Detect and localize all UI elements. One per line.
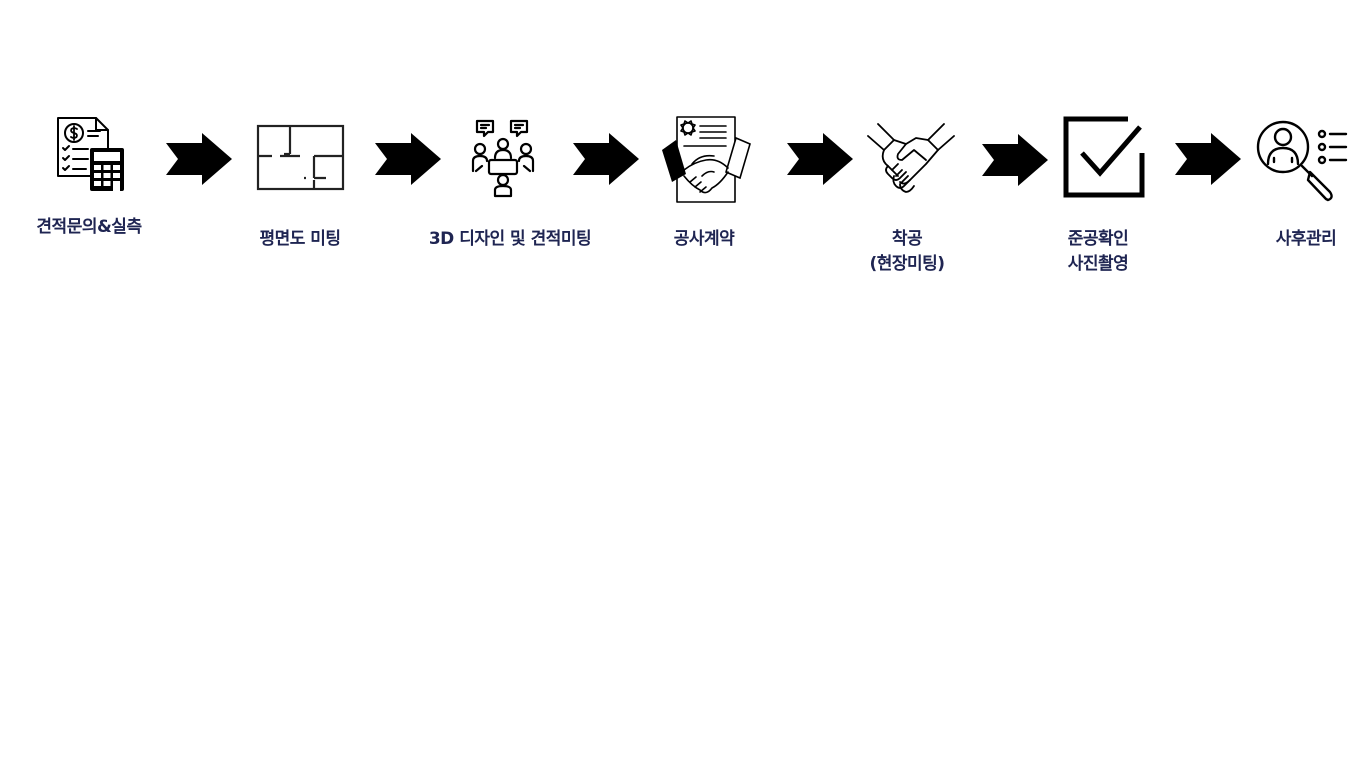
right-arrow-icon (1175, 133, 1241, 185)
right-arrow-icon (787, 133, 853, 185)
step-label-start: 착공 (현장미팅) (869, 229, 945, 274)
step-label-estimate: 견적문의&실측 (36, 217, 142, 237)
right-arrow-icon (982, 134, 1048, 186)
step-label-floorplan: 평면도 미팅 (259, 229, 341, 249)
contract-handshake-icon (662, 116, 751, 203)
right-arrow-icon (166, 133, 232, 185)
invoice-calculator-icon (57, 117, 124, 194)
floor-plan-icon (256, 124, 345, 191)
team-meeting-icon (471, 119, 535, 198)
step-label-contract: 공사계약 (673, 229, 735, 249)
right-arrow-icon (375, 133, 441, 185)
step-label-aftercare: 사후관리 (1275, 229, 1337, 249)
step-label-design: 3D 디자인 및 견적미팅 (428, 229, 592, 249)
step-label-completion: 준공확인 사진촬영 (1067, 229, 1129, 274)
user-search-icon (1256, 120, 1348, 202)
right-arrow-icon (573, 133, 639, 185)
checkbox-icon (1063, 116, 1145, 198)
handshake-icon (867, 123, 955, 193)
